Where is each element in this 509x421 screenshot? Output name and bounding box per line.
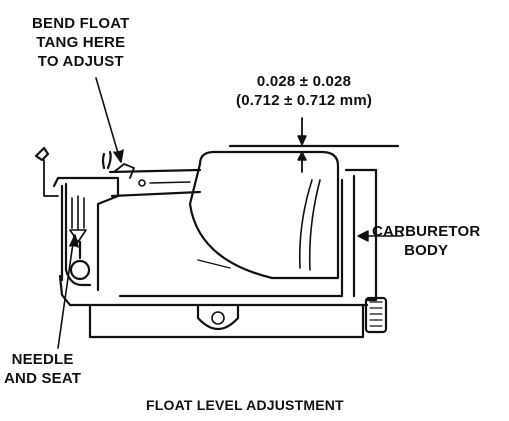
gauge-arrowhead-top [297,135,307,146]
needle-leader-arrow [69,234,79,248]
gauge-arrowhead-bottom [297,151,307,161]
pivot-boss [196,303,240,331]
float-clip [34,146,59,197]
tang-leader-arrow [113,149,124,163]
needle-and-seat-label: NEEDLE AND SEAT [4,351,82,387]
float-level-spec-label: 0.028 ± 0.028 (0.712 ± 0.712 mm) [236,73,373,109]
diagram-caption: FLOAT LEVEL ADJUSTMENT [146,397,344,413]
float [188,150,340,280]
carburetor-body [58,168,378,339]
threaded-plug [364,296,388,334]
carburetor-body-label: CARBURETOR BODY [372,223,481,259]
float-arm [108,168,202,198]
needle-seat-housing [52,176,120,292]
body-leader-arrow [357,230,369,242]
bend-float-tang-label: BEND FLOAT TANG HERE TO ADJUST [32,15,130,70]
float-tang [101,150,135,179]
needle-leader-line [57,235,75,349]
tang-leader-line [95,77,121,161]
